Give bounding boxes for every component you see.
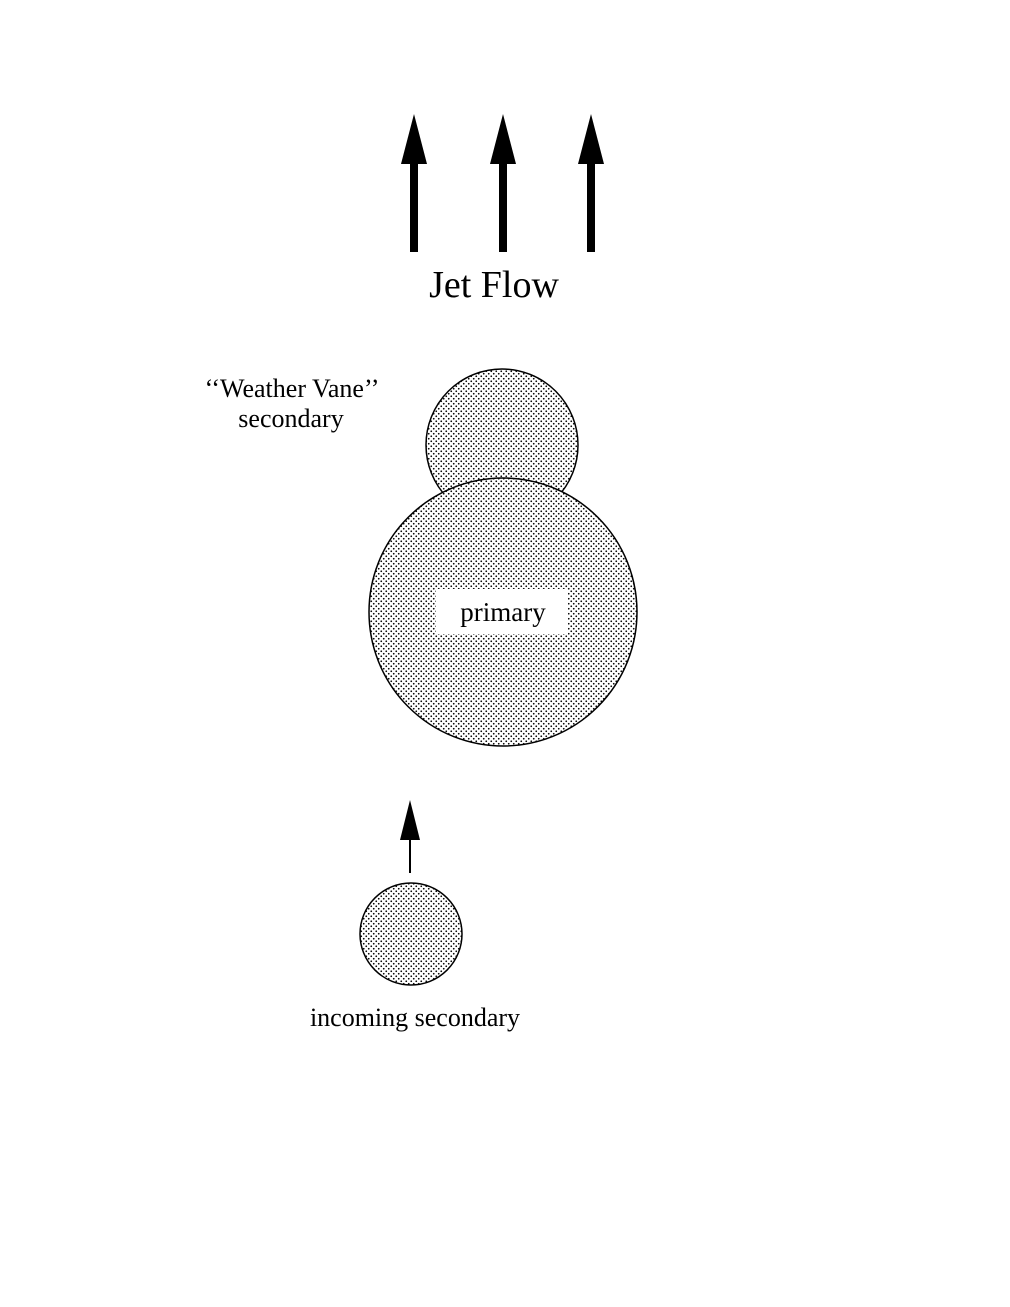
weather-vane-label-line2: secondary (238, 404, 343, 433)
up-arrow-icon (578, 114, 604, 252)
weather-vane-label-line1: ‘‘Weather Vane’’ (205, 374, 380, 403)
incoming-secondary-circle (359, 882, 463, 986)
incoming-secondary-label: incoming secondary (310, 1003, 520, 1032)
up-arrow-icon (490, 114, 516, 252)
primary-label: primary (460, 597, 546, 627)
up-arrow-icon (400, 800, 420, 873)
up-arrow-icon (401, 114, 427, 252)
jet-flow-label: Jet Flow (429, 264, 559, 306)
jet-flow-arrows (401, 114, 604, 252)
primary-label-box (436, 589, 568, 634)
